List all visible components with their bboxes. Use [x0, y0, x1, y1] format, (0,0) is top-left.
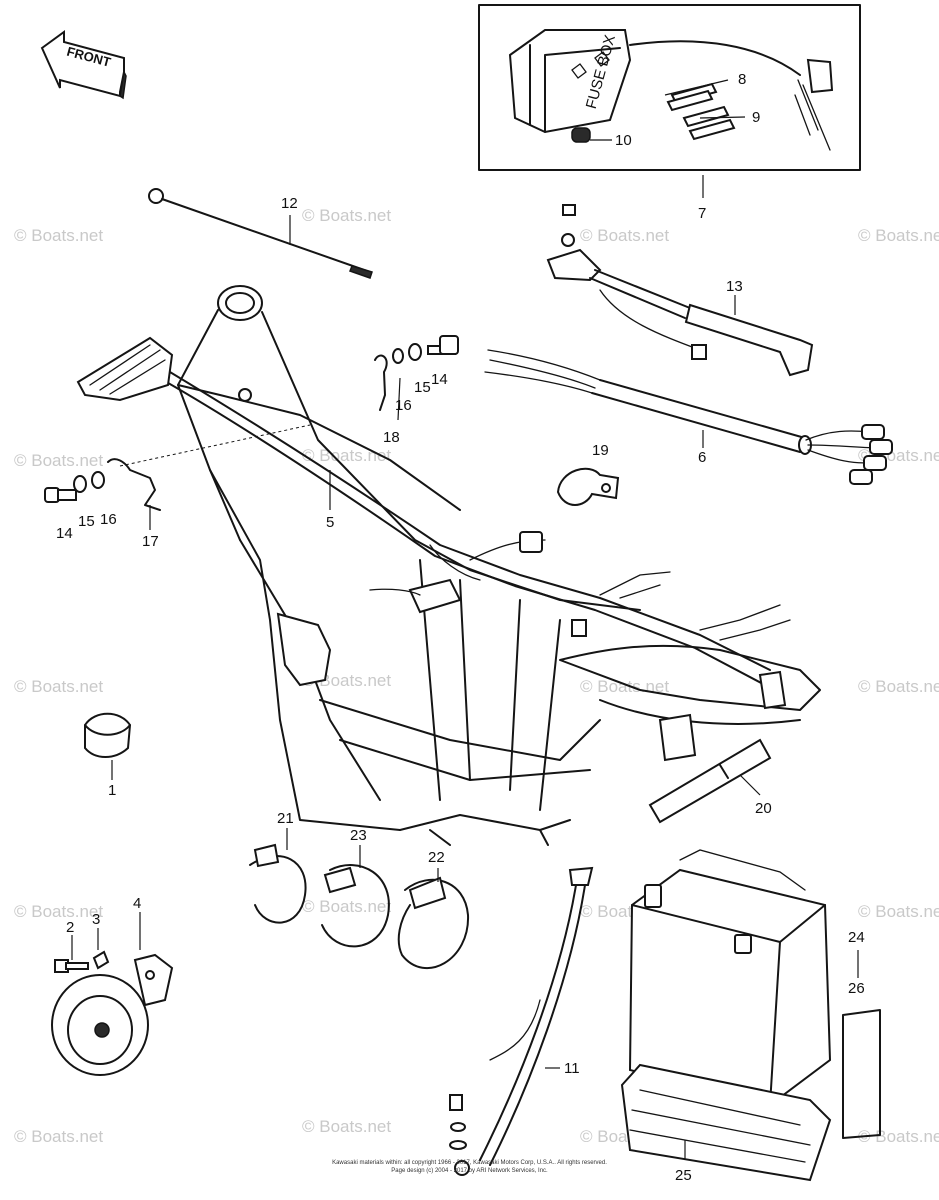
- front-arrow-icon: FRONT: [40, 30, 127, 100]
- callout-23: 23: [350, 827, 367, 844]
- leader-lines: [71, 79, 859, 1160]
- watermark: © Boats.net: [580, 226, 669, 245]
- watermark: © Boats.net: [14, 902, 103, 921]
- callout-17: 17: [142, 533, 159, 550]
- callout-10: 10: [615, 132, 632, 149]
- watermark: © Boats.net: [858, 1127, 939, 1146]
- cable-11: [449, 866, 594, 1176]
- callout-15-left: 15: [78, 513, 95, 530]
- copyright-line-2: Page design (c) 2004 - 2017 by ARI Netwo…: [391, 1168, 548, 1174]
- main-harness-5: [76, 336, 791, 762]
- callout-9: 9: [752, 109, 760, 126]
- watermark: © Boats.net: [14, 226, 103, 245]
- callout-1: 1: [108, 782, 116, 799]
- watermark: © Boats.net: [858, 226, 939, 245]
- callout-14-left: 14: [56, 525, 73, 542]
- clamp-19: [556, 467, 620, 506]
- straps: [249, 843, 470, 969]
- callout-15-upper: 15: [414, 379, 431, 396]
- battery: [620, 849, 881, 1182]
- callout-6: 6: [698, 449, 706, 466]
- frame: [177, 285, 821, 846]
- bolt-set-left: [44, 424, 311, 511]
- horn-4: [51, 950, 174, 1076]
- watermark: © Boats.net: [14, 677, 103, 696]
- callout-3: 3: [92, 911, 100, 928]
- bolt-set-upper: [374, 335, 459, 411]
- tube-20: [648, 738, 772, 824]
- part-1: [84, 712, 132, 758]
- watermark: © Boats.net: [858, 902, 939, 921]
- callout-13: 13: [726, 278, 743, 295]
- callout-14-upper: 14: [431, 371, 448, 388]
- callout-20: 20: [755, 800, 772, 817]
- callout-18: 18: [383, 429, 400, 446]
- watermark: © Boats.net: [302, 1117, 391, 1136]
- watermark: © Boats.net: [302, 446, 391, 465]
- callout-24: 24: [848, 929, 865, 946]
- callout-8: 8: [738, 71, 746, 88]
- callout-19: 19: [592, 442, 609, 459]
- callout-4: 4: [133, 895, 141, 912]
- harness-6: [484, 349, 893, 485]
- ground-cable-12: [148, 188, 373, 279]
- callout-2: 2: [66, 919, 74, 936]
- fuse-box-assembly: FUSE BOX: [478, 4, 861, 171]
- watermark: © Boats.net: [302, 897, 391, 916]
- callout-26: 26: [848, 980, 865, 997]
- callout-16-left: 16: [100, 511, 117, 528]
- callout-22: 22: [428, 849, 445, 866]
- callout-numbers: 8 9 10 7 12 13 14 15 16 18 19 6 5 14 15 …: [56, 71, 865, 1184]
- callout-21: 21: [277, 810, 294, 827]
- callout-12: 12: [281, 195, 298, 212]
- watermark: © Boats.net: [14, 1127, 103, 1146]
- callout-25: 25: [675, 1167, 692, 1184]
- callout-5: 5: [326, 514, 334, 531]
- callout-7: 7: [698, 205, 706, 222]
- watermark: © Boats.net: [858, 677, 939, 696]
- callout-11: 11: [564, 1060, 580, 1077]
- watermark: © Boats.net: [14, 451, 103, 470]
- callout-16-upper: 16: [395, 397, 412, 414]
- battery-cable-13: [546, 204, 814, 377]
- copyright-line-1: Kawasaki materials within: all copyright…: [332, 1160, 607, 1166]
- watermark: © Boats.net: [302, 206, 391, 225]
